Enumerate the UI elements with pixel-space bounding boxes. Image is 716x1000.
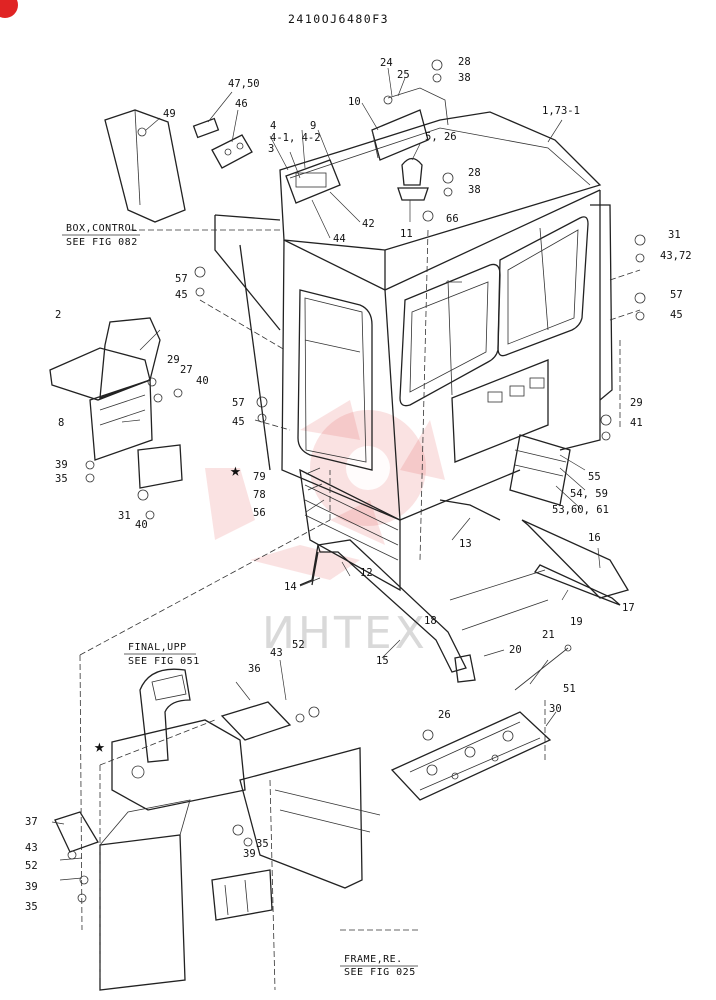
- box-control: [104, 109, 253, 223]
- callout-20: 20: [509, 644, 522, 656]
- callout-44: 44: [333, 233, 346, 245]
- callout-19: 19: [570, 616, 583, 628]
- star-marker-upper: ★: [230, 460, 241, 481]
- callout-24: 24: [380, 57, 393, 69]
- svg-text:SEE FIG 025: SEE FIG 025: [344, 967, 416, 978]
- callout-78: 78: [253, 489, 266, 501]
- svg-text:SEE FIG 082: SEE FIG 082: [66, 237, 138, 248]
- callout-2: 2: [55, 309, 61, 321]
- callout-40-lower: 40: [135, 519, 148, 531]
- callout-54-59: 54, 59: [570, 488, 608, 500]
- callout-28-top: 28: [458, 56, 471, 68]
- callout-21: 21: [542, 629, 555, 641]
- star-marker-lower: ★: [94, 736, 105, 757]
- callout-45-right: 45: [670, 309, 683, 321]
- callout-38-top: 38: [458, 72, 471, 84]
- callout-13: 13: [459, 538, 472, 550]
- callout-30: 30: [549, 703, 562, 715]
- callout-43-upper: 43: [270, 647, 283, 659]
- ref-frame-re: FRAME,RE. SEE FIG 025: [340, 954, 418, 978]
- floor-rails: [299, 499, 629, 691]
- svg-text:SEE FIG 051: SEE FIG 051: [128, 656, 200, 667]
- callout-55: 55: [588, 471, 601, 483]
- callout-51: 51: [563, 683, 576, 695]
- base-plate: [390, 711, 552, 801]
- ref-final-upp: FINAL,UPP SEE FIG 051: [124, 642, 200, 667]
- corner-badge: [0, 0, 18, 18]
- callout-79: 79: [253, 471, 266, 483]
- callout-57-mid: 57: [232, 397, 245, 409]
- callout-16: 16: [588, 532, 601, 544]
- callout-57-upper: 57: [175, 273, 188, 285]
- callout-37: 37: [25, 816, 38, 828]
- drawing-number: 2410OJ6480F3: [288, 12, 389, 26]
- callout-4-1-4-2: 4-1, 4-2: [270, 132, 321, 144]
- callout-66: 66: [446, 213, 459, 225]
- callout-3: 3: [268, 143, 274, 155]
- callout-29-seat: 29: [167, 354, 180, 366]
- callout-14: 14: [284, 581, 297, 593]
- callout-46: 46: [235, 98, 248, 110]
- callout-41: 41: [630, 417, 643, 429]
- callout-42: 42: [362, 218, 375, 230]
- callout-40-upper: 40: [196, 375, 209, 387]
- callout-35-seat: 35: [55, 473, 68, 485]
- leader-lines: [51, 67, 601, 825]
- callout-25: 25: [397, 69, 410, 81]
- callout-17: 17: [622, 602, 635, 614]
- callout-4: 4: [270, 120, 276, 132]
- callout-56: 56: [253, 507, 266, 519]
- callout-10: 10: [348, 96, 361, 108]
- roof-accessories: [285, 87, 449, 204]
- callout-29-right: 29: [630, 397, 643, 409]
- callout-31-seat: 31: [118, 510, 131, 522]
- ref-box-control: BOX,CONTROL SEE FIG 082: [62, 223, 140, 248]
- callout-39-seat: 39: [55, 459, 68, 471]
- callout-35-frame: 35: [256, 838, 269, 850]
- callout-53-60-61: 53,60, 61: [552, 504, 609, 516]
- callout-45-upper: 45: [175, 289, 188, 301]
- callout-8: 8: [58, 417, 64, 429]
- callout-15: 15: [376, 655, 389, 667]
- callout-43-lower: 43: [25, 842, 38, 854]
- watermark-logo: [205, 400, 445, 580]
- callout-38-mid: 38: [468, 184, 481, 196]
- callout-11: 11: [400, 228, 413, 240]
- callout-26: 26: [438, 709, 451, 721]
- callout-45-mid: 45: [232, 416, 245, 428]
- callout-27: 27: [180, 364, 193, 376]
- svg-text:FRAME,RE.: FRAME,RE.: [344, 954, 403, 965]
- watermark-text: ИНТЕХ: [262, 608, 428, 659]
- lower-frame: [54, 668, 381, 991]
- connector-lines: [79, 229, 641, 991]
- callout-39-lower: 39: [25, 881, 38, 893]
- cab-body: [214, 111, 613, 592]
- svg-text:FINAL,UPP: FINAL,UPP: [128, 642, 187, 653]
- callout-57-right: 57: [670, 289, 683, 301]
- callout-35-lower: 35: [25, 901, 38, 913]
- svg-text:BOX,CONTROL: BOX,CONTROL: [66, 223, 138, 234]
- callout-36: 36: [248, 663, 261, 675]
- callout-39-frame: 39: [243, 848, 256, 860]
- callout-28-mid: 28: [468, 167, 481, 179]
- callout-43-72: 43,72: [660, 250, 692, 262]
- callout-52-lower: 52: [25, 860, 38, 872]
- callouts: 49 47,50 46 4 9 4-1, 4-2 3 42 44 10 24 2…: [25, 56, 692, 913]
- callout-18: 18: [424, 615, 437, 627]
- callout-1-73-1: 1,73-1: [542, 105, 580, 117]
- seat: [49, 317, 183, 489]
- callout-9: 9: [310, 120, 316, 132]
- callout-12: 12: [360, 567, 373, 579]
- callout-5-26: 5, 26: [425, 131, 457, 143]
- callout-49: 49: [163, 108, 176, 120]
- callout-47-50: 47,50: [228, 78, 260, 90]
- hardware: [67, 59, 646, 903]
- callout-52-upper: 52: [292, 639, 305, 651]
- callout-31-right: 31: [668, 229, 681, 241]
